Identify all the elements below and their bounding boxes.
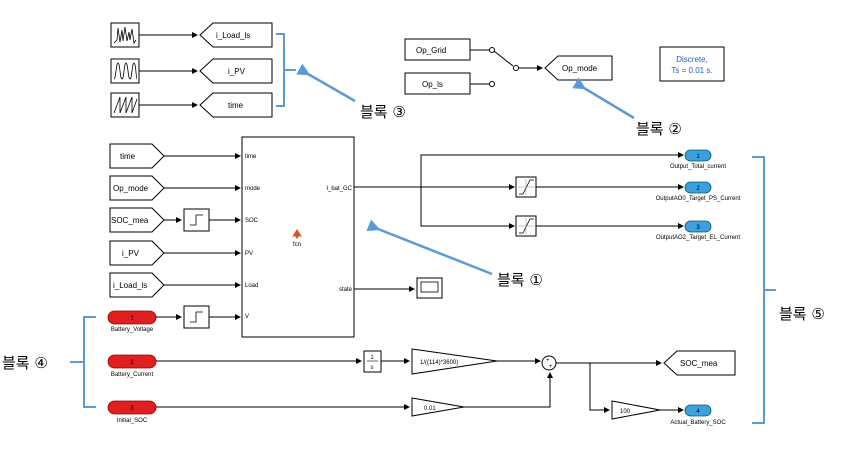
svg-text:0.01: 0.01 xyxy=(424,406,436,412)
goto-tag-op-mode[interactable]: Op_mode xyxy=(544,55,613,81)
svg-text:Battery_Voltage: Battery_Voltage xyxy=(111,327,154,333)
svg-text:SOC: SOC xyxy=(245,218,259,224)
matlab-fcn-block[interactable]: time mode SOC PV Load V I_bat_GC state f… xyxy=(241,136,355,338)
svg-text:Op_mode: Op_mode xyxy=(562,64,598,73)
svg-text:SOC_mea: SOC_mea xyxy=(680,359,718,368)
bracket-block-4 xyxy=(70,316,96,408)
svg-text:Op_mode: Op_mode xyxy=(113,184,149,193)
inport-battery-voltage[interactable]: 1 Battery_Voltage xyxy=(107,310,157,333)
svg-text:time: time xyxy=(120,152,136,161)
svg-text:Output_Total_current: Output_Total_current xyxy=(670,164,726,170)
label-block-1: 블록 ① xyxy=(497,271,543,289)
label-block-2: 블록 ② xyxy=(636,120,682,138)
sum-block[interactable]: + + xyxy=(541,355,557,371)
svg-text:OutputAO2_Target_EL_Current: OutputAO2_Target_EL_Current xyxy=(656,235,740,241)
memory-block-soc[interactable] xyxy=(183,208,210,232)
powergui-block[interactable]: Discrete, Ts = 0.01 s. xyxy=(659,46,725,82)
bracket-block-3 xyxy=(276,33,296,107)
constant-op-ls[interactable]: Op_ls xyxy=(404,72,471,95)
label-block-5: 블록 ⑤ xyxy=(779,305,825,323)
svg-text:Initial_SOC: Initial_SOC xyxy=(117,418,148,424)
svg-text:time: time xyxy=(228,101,244,110)
from-tag-op-mode[interactable]: Op_mode xyxy=(109,175,165,201)
svg-text:1: 1 xyxy=(130,316,134,322)
svg-text:fcn: fcn xyxy=(293,242,301,248)
from-tag-i-load-ls[interactable]: i_Load_ls xyxy=(109,272,165,298)
constant-op-grid[interactable]: Op_Grid xyxy=(404,38,471,61)
outport-actual-battery-soc[interactable]: 4 Actual_Battery_SOC xyxy=(670,404,726,426)
svg-text:Op_ls: Op_ls xyxy=(422,80,443,89)
svg-text:1/((114)*3600): 1/((114)*3600) xyxy=(420,360,458,366)
svg-text:I_bat_GC: I_bat_GC xyxy=(326,186,352,192)
svg-text:OutputAO0_Target_PS_Current: OutputAO0_Target_PS_Current xyxy=(656,196,741,202)
svg-text:i_PV: i_PV xyxy=(122,249,140,258)
svg-text:V: V xyxy=(245,314,249,320)
svg-text:i_Load_ls: i_Load_ls xyxy=(113,281,147,290)
goto-tag-load-ls[interactable]: i_Load_ls xyxy=(199,22,273,48)
outport-total-current[interactable]: 1 Output_Total_current xyxy=(670,149,726,170)
svg-text:time: time xyxy=(245,154,257,160)
integrator-block[interactable]: 1 s xyxy=(363,350,382,373)
goto-tag-pv[interactable]: i_PV xyxy=(199,58,273,84)
from-tag-time[interactable]: time xyxy=(109,143,165,169)
gain-100-block[interactable]: 100 xyxy=(611,400,661,420)
svg-text:+: + xyxy=(549,364,553,370)
svg-text:PV: PV xyxy=(245,251,253,257)
scope-block[interactable] xyxy=(416,277,443,299)
signal-source-pv[interactable] xyxy=(110,58,140,84)
svg-text:s: s xyxy=(371,365,374,371)
matlab-logo-icon xyxy=(292,229,302,239)
bracket-block-5 xyxy=(752,156,776,424)
svg-text:Load: Load xyxy=(245,283,258,289)
goto-tag-time[interactable]: time xyxy=(199,92,273,118)
svg-text:2: 2 xyxy=(130,360,134,366)
arrow-block-3 xyxy=(296,63,356,103)
svg-text:4: 4 xyxy=(696,409,700,415)
svg-text:1: 1 xyxy=(696,154,700,160)
svg-text:3: 3 xyxy=(696,225,700,231)
svg-text:2: 2 xyxy=(696,186,700,192)
outport-target-ps-current[interactable]: 2 OutputAO0_Target_PS_Current xyxy=(656,181,741,202)
svg-text:+: + xyxy=(546,358,550,364)
signal-source-load[interactable] xyxy=(110,22,140,48)
signal-source-time[interactable] xyxy=(110,92,140,118)
arrow-block-2 xyxy=(572,77,635,120)
svg-text:Op_Grid: Op_Grid xyxy=(416,46,446,55)
manual-switch[interactable] xyxy=(470,47,519,87)
label-block-3: 블록 ③ xyxy=(360,103,406,121)
svg-text:state: state xyxy=(339,287,353,293)
inport-battery-current[interactable]: 2 Battery_Current xyxy=(107,354,157,378)
arrow-block-1 xyxy=(366,219,493,276)
svg-text:i_Load_ls: i_Load_ls xyxy=(216,31,250,40)
from-tag-soc-mea[interactable]: SOC_mea xyxy=(109,207,165,233)
gain-ah-block[interactable]: 1/((114)*3600) xyxy=(411,348,498,375)
svg-text:SOC_mea: SOC_mea xyxy=(111,216,149,225)
svg-text:100: 100 xyxy=(620,409,631,415)
goto-tag-soc-mea[interactable]: SOC_mea xyxy=(663,350,736,376)
svg-text:Battery_Current: Battery_Current xyxy=(111,372,154,378)
inport-initial-soc[interactable]: 3 Initial_SOC xyxy=(107,400,157,424)
svg-text:1: 1 xyxy=(370,355,374,361)
memory-block-voltage[interactable] xyxy=(183,305,210,329)
svg-text:3: 3 xyxy=(130,406,134,412)
svg-text:Discrete,: Discrete, xyxy=(676,55,708,64)
label-block-4: 블록 ④ xyxy=(2,354,48,372)
gain-initial-soc-block[interactable]: 0.01 xyxy=(411,397,465,417)
outport-target-el-current[interactable]: 3 OutputAO2_Target_EL_Current xyxy=(656,220,740,241)
svg-text:mode: mode xyxy=(245,186,261,192)
svg-text:Ts = 0.01 s.: Ts = 0.01 s. xyxy=(671,66,712,75)
svg-text:Actual_Battery_SOC: Actual_Battery_SOC xyxy=(670,420,726,426)
saturation-block-1[interactable] xyxy=(515,176,537,198)
saturation-block-2[interactable] xyxy=(515,215,537,237)
from-tag-i-pv[interactable]: i_PV xyxy=(109,240,165,266)
svg-text:i_PV: i_PV xyxy=(228,67,246,76)
